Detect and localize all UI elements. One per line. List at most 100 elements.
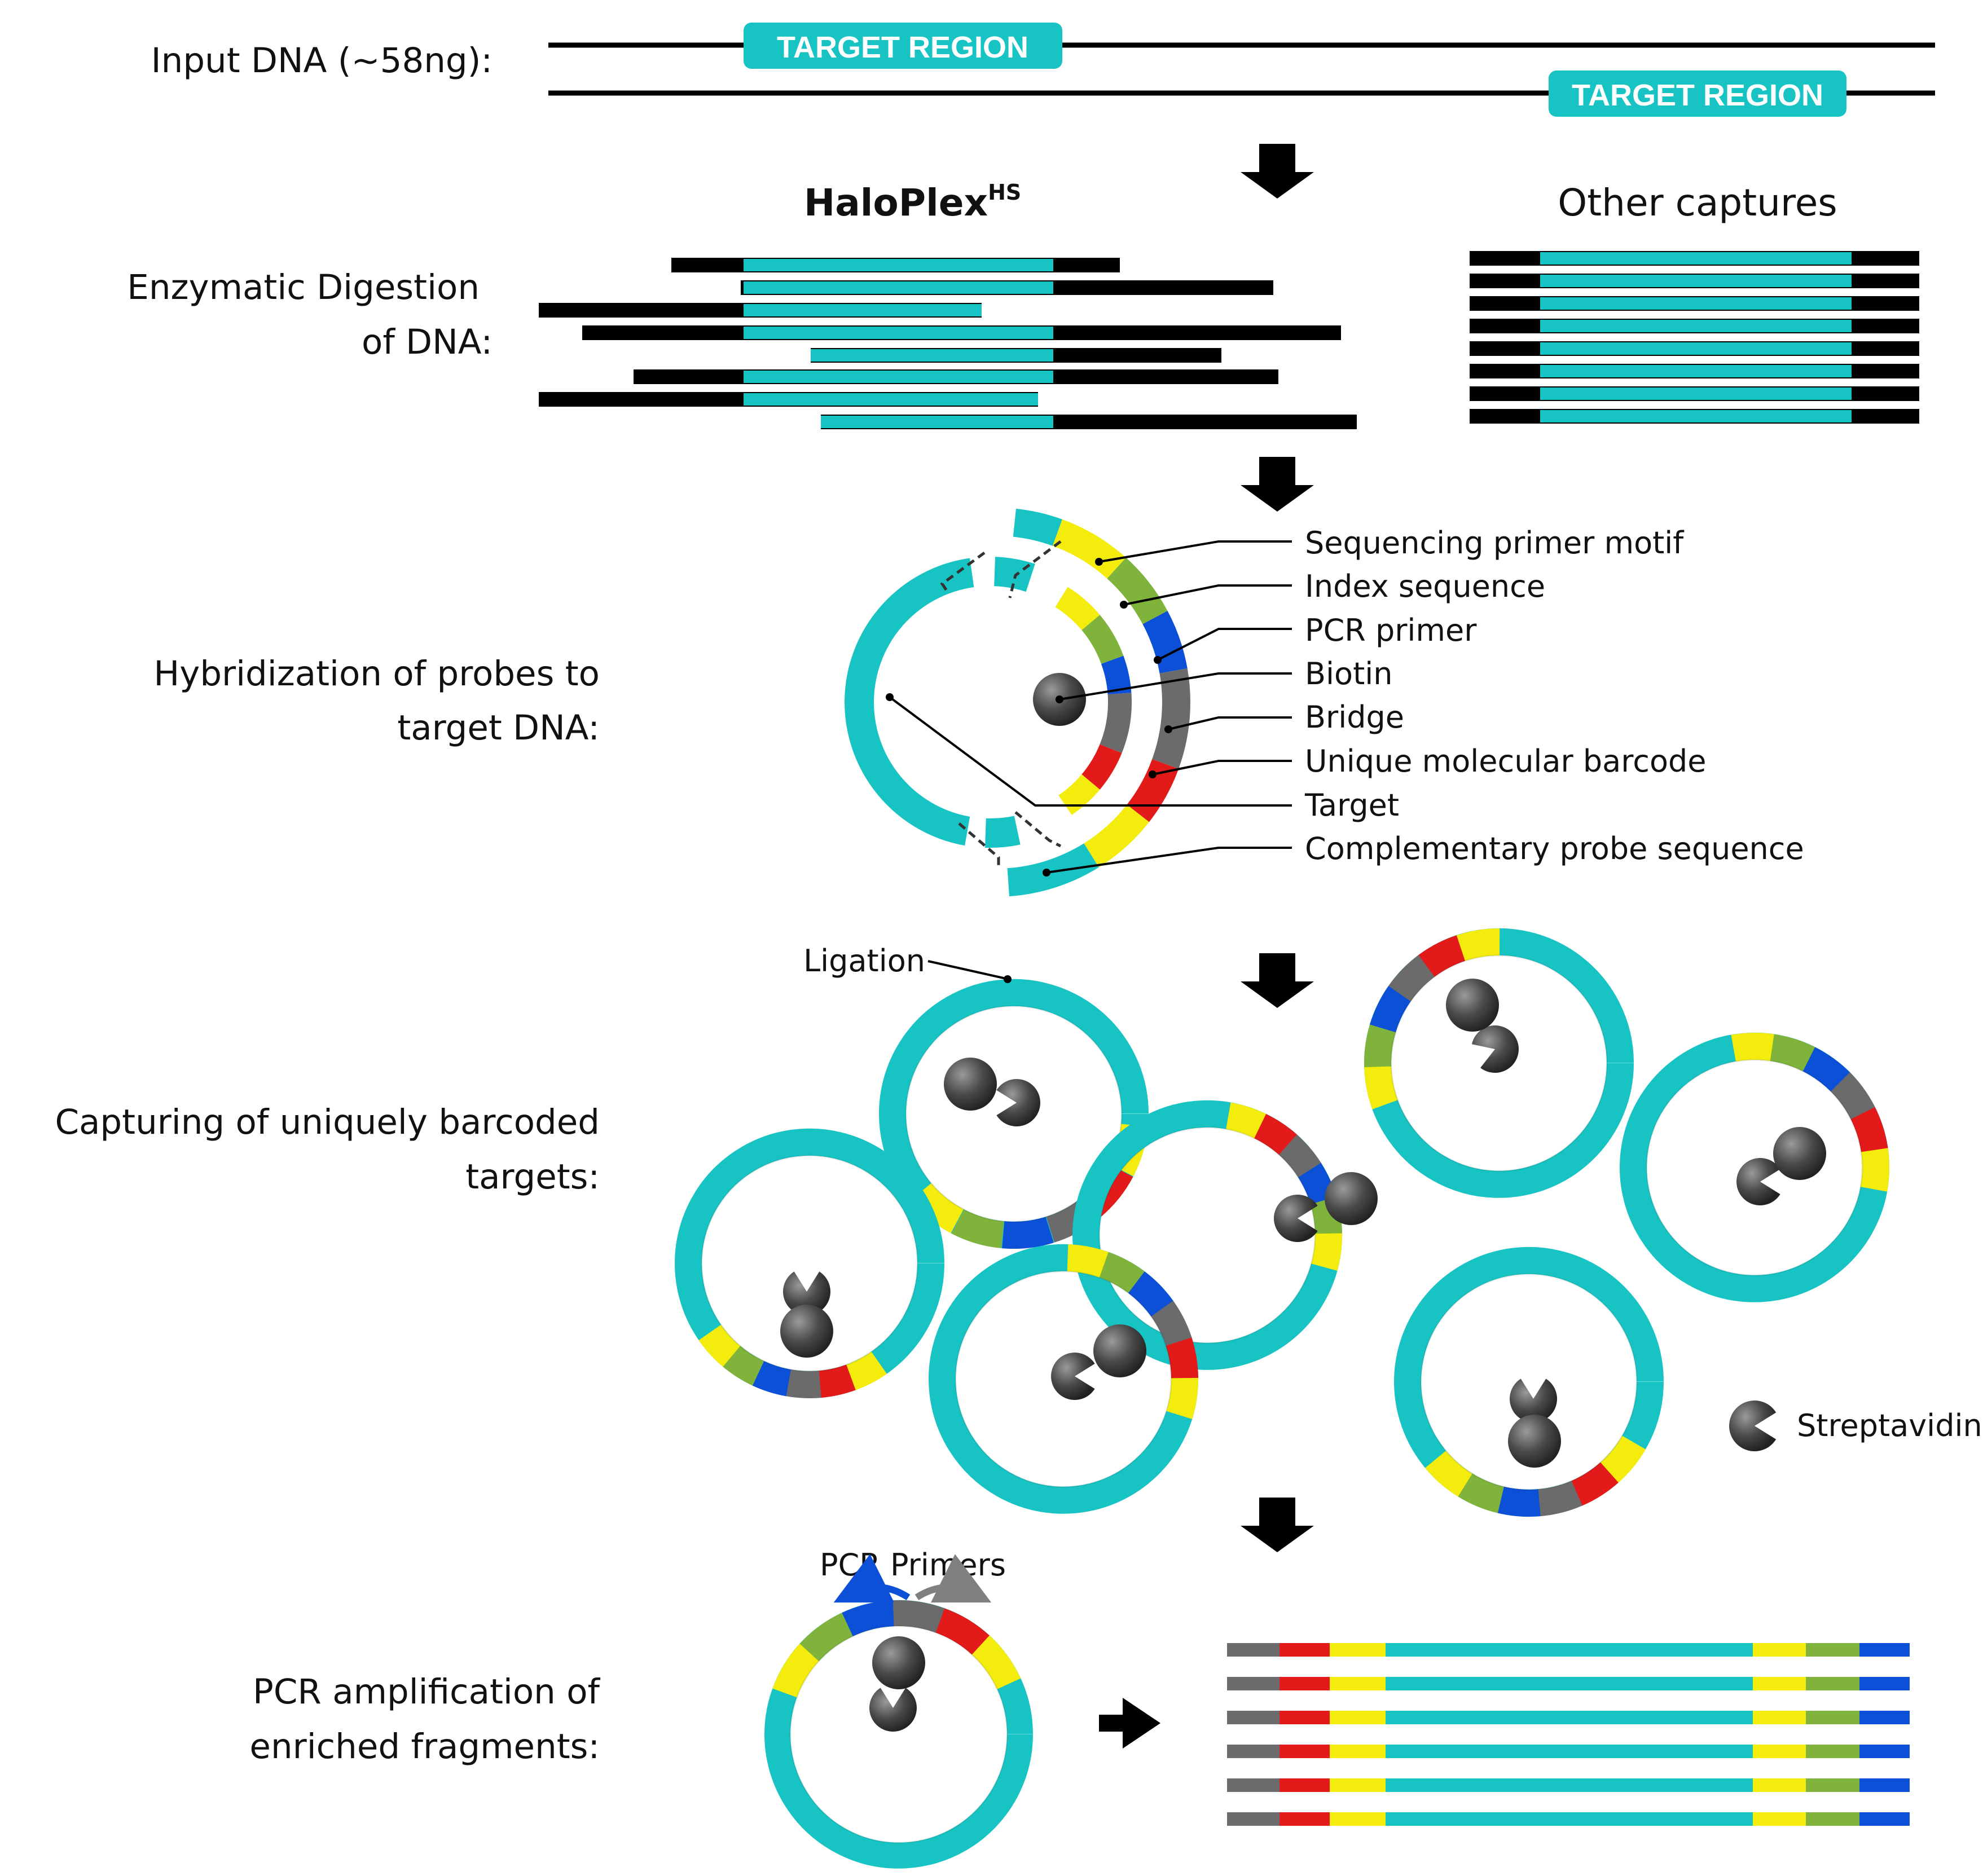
haloplex-fragment: [539, 303, 982, 318]
fragment-target: [744, 304, 982, 316]
pcr-primers-label: PCR Primers: [820, 1547, 1006, 1583]
step-label-capture-line-2: targets:: [465, 1157, 600, 1197]
leader-target: [889, 696, 1292, 807]
streptavidin-icon: [996, 1079, 1040, 1126]
leader-umb: [1152, 760, 1292, 776]
streptavidin-legend-pacman: [1729, 1401, 1777, 1451]
probe-outer-red: [1127, 759, 1179, 822]
product-segment-yellow: [1753, 1677, 1806, 1690]
ring-segment-gray: [1278, 1134, 1322, 1178]
ring-inner-edge: [789, 1625, 1008, 1844]
pcr-template-circle: [764, 1600, 1033, 1869]
streptavidin-icon: [1736, 1158, 1780, 1205]
target-region-label-2: TARGET REGION: [1572, 78, 1823, 112]
target-region-badge-1: TARGET REGION: [744, 23, 1062, 69]
ring-inner-edge: [1420, 1273, 1638, 1491]
pcr-barcoded-ring: [764, 1600, 1033, 1869]
dashed-connector-2: [1008, 540, 1062, 598]
product-segment-green: [1806, 1812, 1859, 1826]
ring-segment-gray: [1388, 954, 1436, 1002]
haloplex-name: HaloPlex: [804, 181, 988, 224]
product-segment-yellow: [1330, 1812, 1386, 1826]
legend-pcr-primer: PCR primer: [1305, 613, 1477, 648]
biotin-bead: [1093, 1324, 1146, 1377]
product-segment-blue: [1859, 1812, 1910, 1826]
legend-index-sequence: Index sequence: [1305, 569, 1545, 604]
step-label-input-dna: Input DNA (~58ng):: [151, 41, 493, 81]
legend-target: Target: [1304, 787, 1399, 823]
leader-complementary: [1046, 847, 1292, 874]
leader-pcr-primer: [1157, 628, 1292, 661]
pcr-product: [1227, 1643, 1910, 1657]
ring-segment-gray: [785, 1369, 821, 1398]
fragment-target: [744, 393, 1038, 406]
product-segment-green: [1806, 1643, 1859, 1657]
haloplex-superscript: HS: [988, 180, 1021, 205]
ring-segment-yellow: [1425, 1450, 1473, 1497]
other-capture-fragment: [1470, 341, 1919, 356]
ring-segment-blue: [751, 1360, 792, 1397]
other-captures-heading: Other captures: [1558, 181, 1837, 224]
ring-segment-yellow: [1311, 1233, 1342, 1271]
pcr-biotin-bead: [872, 1636, 925, 1689]
leader-sequencing-primer: [1098, 540, 1292, 563]
product-segment-red: [1280, 1711, 1330, 1724]
other-capture-fragment: [1470, 319, 1919, 333]
down-arrow-2: [1241, 457, 1314, 512]
product-segment-green: [1806, 1677, 1859, 1690]
product-segment-gray: [1227, 1677, 1280, 1690]
product-segment-red: [1280, 1745, 1330, 1758]
product-segment-yellow: [1330, 1677, 1386, 1690]
pcr-product: [1227, 1812, 1910, 1826]
streptavidin-label: Streptavidin: [1797, 1408, 1982, 1443]
product-segment-gray: [1227, 1812, 1280, 1826]
probe-outer-green: [1107, 557, 1168, 624]
ring-segment-green: [722, 1345, 764, 1386]
biotin-bead: [1325, 1172, 1378, 1225]
captured-target-circle: [1394, 1247, 1664, 1517]
probe-hybridization: Sequencing primer motif Index sequence P…: [845, 508, 1804, 897]
barcoded-ring: [1394, 1247, 1664, 1517]
barcoded-ring: [1620, 1032, 1889, 1302]
target-stub-top: [993, 557, 1035, 592]
fragment-target: [744, 327, 1053, 339]
ring-segment-blue: [1298, 1162, 1337, 1205]
other-capture-fragment: [1470, 364, 1919, 378]
leader-biotin: [1059, 672, 1292, 701]
ring-segment-blue: [1128, 1271, 1174, 1318]
probe-inner-green: [1081, 615, 1124, 664]
fragment-target: [1540, 387, 1852, 400]
ring-segment-green: [1770, 1034, 1816, 1072]
fragment-target: [1540, 297, 1852, 310]
probe-outer-yellow: [1052, 519, 1126, 579]
legend-dots: [1043, 558, 1172, 877]
ring-segment-green: [951, 1209, 1004, 1248]
product-segment-yellow: [1753, 1778, 1806, 1792]
product-segment-yellow: [1330, 1711, 1386, 1724]
ring-segment-gray: [1537, 1481, 1582, 1517]
captured-target-circle: [1072, 1100, 1378, 1370]
target-stub-bottom: [985, 816, 1021, 848]
product-segment-gray: [1227, 1745, 1280, 1758]
legend-sequencing-primer-motif: Sequencing primer motif: [1305, 525, 1685, 561]
ring-segment-green: [1457, 1473, 1505, 1513]
pcr-product: [1227, 1711, 1910, 1724]
probe-inner-blue: [1101, 655, 1132, 695]
target-region-label-1: TARGET REGION: [777, 30, 1028, 64]
other-capture-fragment: [1470, 251, 1919, 266]
haloplex-fragment: [634, 369, 1278, 384]
biotin-bead: [1446, 979, 1499, 1032]
probe-outer-gray: [1152, 668, 1190, 769]
captured-target-circle: [1364, 928, 1634, 1198]
ring-segment-blue: [1002, 1217, 1054, 1249]
probe-inner-gray: [1100, 693, 1132, 754]
ring-segment-red: [935, 1608, 990, 1655]
haloplex-fragments: [539, 258, 1357, 429]
fragment-target: [1540, 320, 1852, 332]
ring-segment-yellow: [971, 1635, 1021, 1690]
product-segment-yellow: [1753, 1745, 1806, 1758]
other-capture-fragment: [1470, 274, 1919, 288]
fragment-target: [744, 281, 1053, 294]
probe-outer-cyan: [1007, 843, 1099, 897]
